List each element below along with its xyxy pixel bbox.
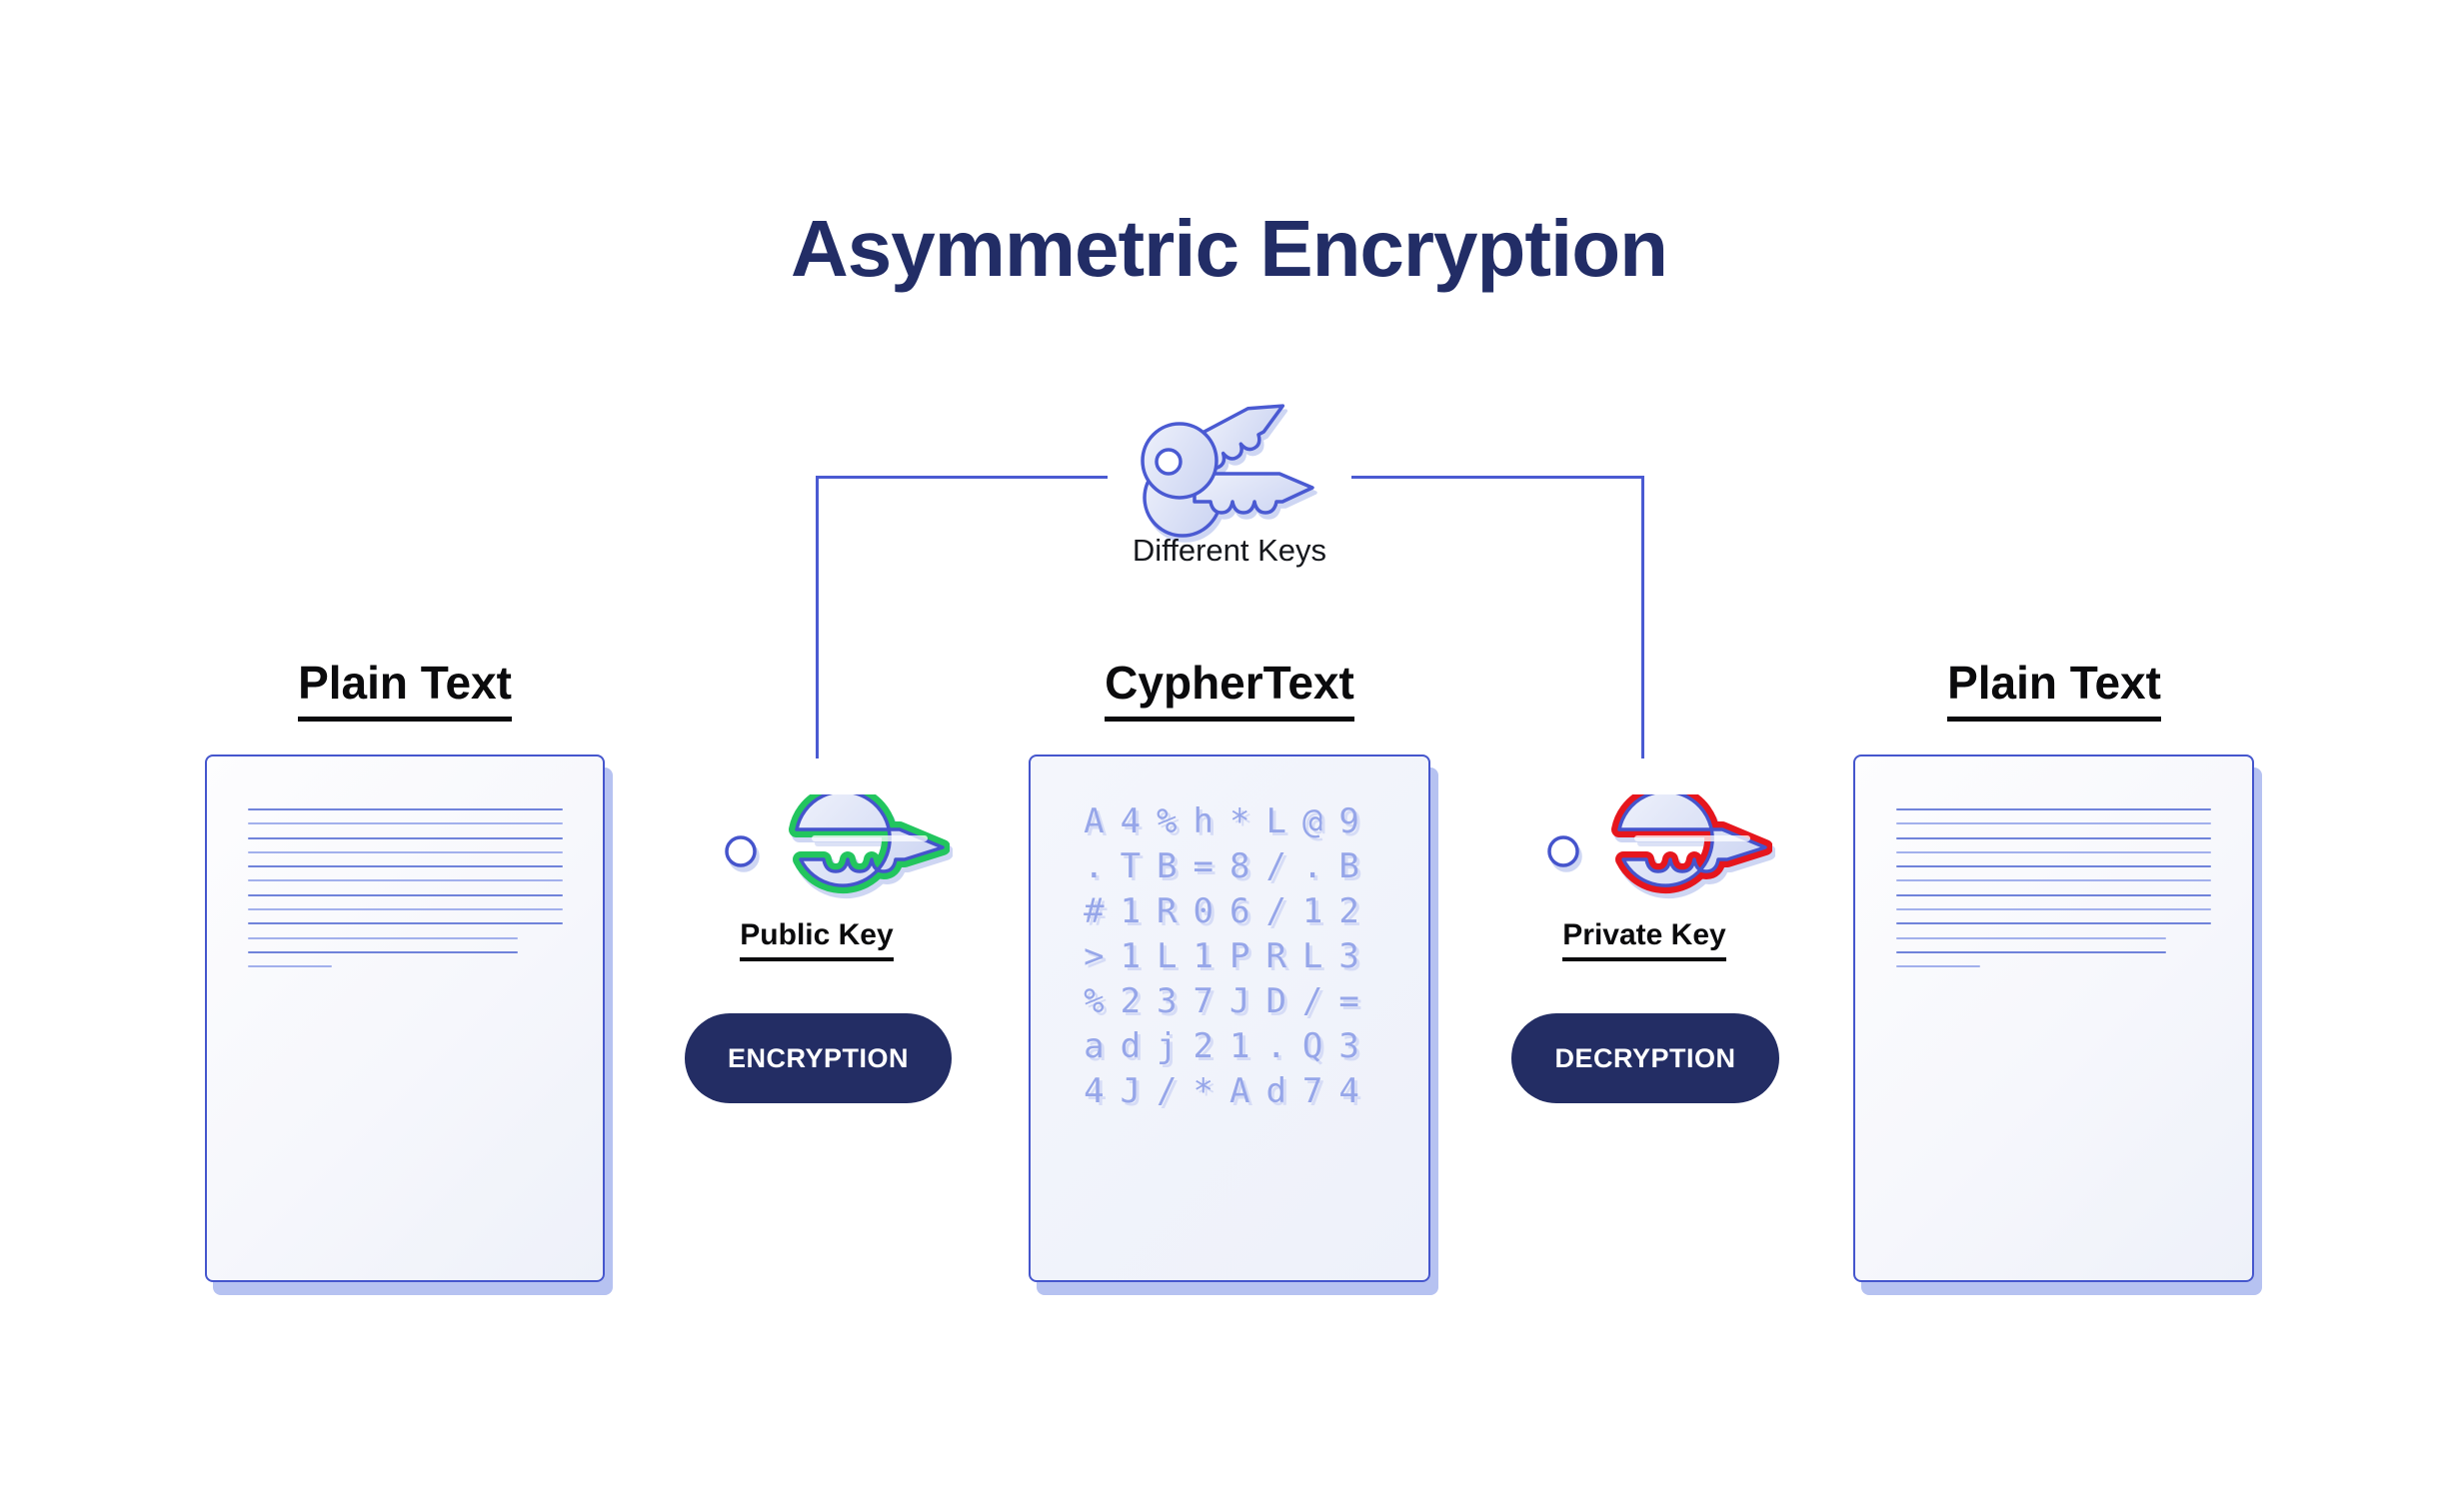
private-key-label: Private Key <box>1494 918 1794 961</box>
key-hole <box>1547 835 1579 867</box>
cypher-row: adj21.Q3 <box>1084 1026 1375 1066</box>
heading-plain-text-left: Plain Text <box>205 656 605 722</box>
text-line <box>1896 822 2211 825</box>
text-line <box>248 893 563 896</box>
cypher-row: %237JD/= <box>1084 981 1375 1021</box>
page-title: Asymmetric Encryption <box>790 204 1668 293</box>
text-line <box>1896 836 2211 839</box>
key-hole <box>1155 448 1183 476</box>
text-line <box>248 908 563 911</box>
document-lines <box>1896 808 2211 980</box>
cypher-row: A4%h*L@9 <box>1084 801 1375 841</box>
cypher-row: >1L1PRL3 <box>1084 936 1375 976</box>
heading-plain-text-right: Plain Text <box>1854 656 2254 722</box>
decryption-button[interactable]: DECRYPTION <box>1511 1013 1779 1103</box>
key-shaft-highlight <box>812 835 928 841</box>
text-line <box>248 836 563 839</box>
different-keys-label: Different Keys <box>1132 533 1327 568</box>
cypher-text-box: A4%h*L@9 .TB=8/.B #1R06/12 >1L1PRL3 %237JD/=… <box>1029 755 1430 1282</box>
document-lines <box>248 808 563 980</box>
text-line <box>1896 879 2211 882</box>
encryption-button[interactable]: ENCRYPTION <box>685 1013 952 1103</box>
public-key-label: Public Key <box>667 918 967 961</box>
text-line <box>248 922 563 925</box>
text-line <box>1896 908 2211 911</box>
text-line <box>248 808 563 810</box>
cypher-row: #1R06/12 <box>1084 891 1375 931</box>
text-line <box>1896 922 2211 925</box>
key-shaft-highlight <box>1634 835 1750 841</box>
different-keys-icon <box>1141 404 1314 538</box>
text-line <box>1896 965 1980 968</box>
text-line <box>248 965 332 968</box>
key-hole <box>725 835 757 867</box>
private-key-icon <box>1547 794 1772 894</box>
cypher-row: 4J/*Ad74 <box>1084 1071 1375 1111</box>
connector-left-horizontal <box>817 476 1108 479</box>
text-line <box>1896 808 2211 810</box>
text-line <box>248 850 563 853</box>
public-key-icon <box>725 794 950 894</box>
plain-text-document-right <box>1853 755 2254 1282</box>
connector-right-horizontal <box>1351 476 1642 479</box>
plain-text-document-left <box>205 755 605 1282</box>
text-line <box>248 865 563 868</box>
text-line <box>248 936 518 939</box>
horizontal-key-shaft <box>1193 472 1314 515</box>
private-key-body <box>1617 794 1767 887</box>
cypher-text-content: A4%h*L@9 .TB=8/.B #1R06/12 >1L1PRL3 %237JD/=… <box>1031 799 1428 1114</box>
text-line <box>1896 950 2166 953</box>
text-line <box>1896 936 2166 939</box>
connector-left-vertical <box>816 476 819 758</box>
text-line <box>1896 865 2211 868</box>
text-line <box>1896 850 2211 853</box>
text-line <box>1896 893 2211 896</box>
text-line <box>248 879 563 882</box>
text-line <box>248 950 518 953</box>
text-line <box>248 822 563 825</box>
cypher-row: .TB=8/.B <box>1084 846 1375 886</box>
public-key-body <box>795 794 945 887</box>
connector-right-vertical <box>1641 476 1644 758</box>
heading-cypher-text: CypherText <box>1029 656 1430 722</box>
